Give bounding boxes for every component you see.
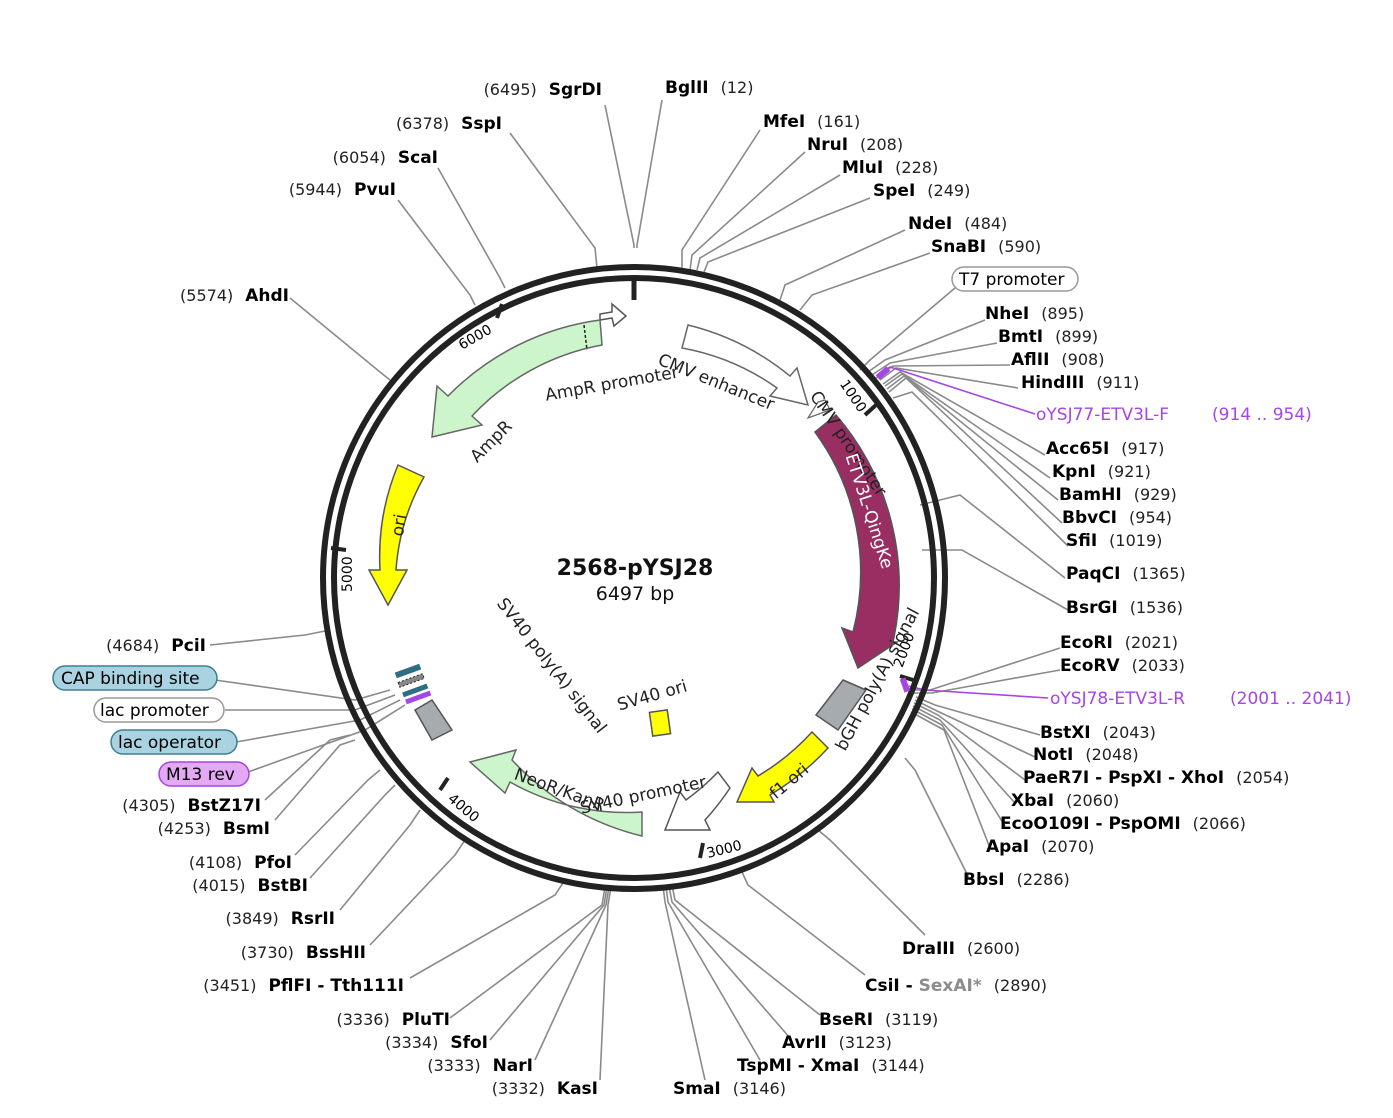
site-ecorv: EcoRV(2033): [1060, 656, 1185, 676]
label-ori: ori: [388, 513, 412, 538]
tick-5000: 5000: [340, 556, 356, 592]
svg-text:CAP binding site: CAP binding site: [61, 669, 200, 689]
site-pfoi: (4108)PfoI: [189, 853, 292, 873]
svg-text:lac promoter: lac promoter: [100, 701, 209, 721]
lac-promoter-tag: lac promoter: [93, 697, 225, 723]
site-avrii: AvrII(3123): [782, 1033, 892, 1053]
site-bsrgi: BsrGI(1536): [1066, 598, 1183, 618]
site-pluti: (3336)PluTI: [336, 1010, 450, 1030]
site-kpni: KpnI(921): [1052, 462, 1151, 482]
primer-r-name: oYSJ78-ETV3L-R: [1050, 689, 1185, 709]
site-scai: (6054)ScaI: [333, 148, 438, 168]
site-nhei: NheI(895): [985, 304, 1084, 324]
site-ahdi: (5574)AhdI: [180, 286, 289, 306]
svg-text:lac operator: lac operator: [118, 733, 221, 753]
cap-binding-site-tag: CAP binding site: [52, 665, 218, 691]
svg-text:M13 rev: M13 rev: [166, 765, 235, 785]
plasmid-length: 6497 bp: [596, 583, 675, 605]
sv40-ori-box: [648, 709, 672, 737]
backbone: [320, 264, 948, 892]
label-sv40-ori: SV40 ori: [615, 676, 689, 715]
plasmid-name: 2568-pYSJ28: [557, 556, 714, 581]
etv3l-insert-arrow: [813, 413, 900, 670]
site-bstxi: BstXI(2043): [1040, 723, 1156, 743]
lac-operator-tag: lac operator: [110, 729, 238, 755]
site-bstbi: (4015)BstBI: [192, 876, 308, 896]
site-ecoo109i: EcoO109I - PspOMI(2066): [1000, 814, 1246, 834]
site-csii: CsiI - SexAI*(2890): [865, 976, 1047, 996]
primer-r-range: (2001 .. 2041): [1230, 689, 1351, 709]
site-nari: (3333)NarI: [427, 1056, 533, 1076]
site-aflii: AflII(908): [1011, 350, 1104, 370]
site-acc65i: Acc65I(917): [1046, 439, 1164, 459]
primer-f-name: oYSJ77-ETV3L-F: [1036, 405, 1169, 425]
site-sfii: SfiI(1019): [1066, 531, 1162, 551]
site-pcii: (4684)PciI: [106, 636, 206, 656]
ampr-promoter-arrow: [599, 302, 628, 328]
site-smai: SmaI(3146): [673, 1079, 786, 1099]
cmv-enhancer-arrow: [681, 324, 810, 407]
site-kasi: (3332)KasI: [492, 1079, 598, 1099]
primer-f-marker: [875, 366, 891, 380]
primer-r-marker: [899, 677, 911, 693]
site-paqci: PaqCI(1365): [1066, 564, 1186, 584]
site-bstz17i: (4305)BstZ17I: [122, 796, 261, 816]
site-ndei: NdeI(484): [908, 214, 1007, 234]
site-bmti: BmtI(899): [998, 327, 1098, 347]
cmv-promoter-arrow: [806, 399, 831, 420]
site-bsmi: (4253)BsmI: [158, 819, 270, 839]
site-bsshii: (3730)BssHII: [241, 943, 366, 963]
site-mfei: MfeI(161): [763, 112, 860, 132]
site-pvui: (5944)PvuI: [289, 180, 396, 200]
label-sv40-polya: SV40 poly(A) signal: [492, 594, 610, 737]
site-bamhi: BamHI(929): [1059, 485, 1177, 505]
site-snabi: SnaBI(590): [931, 237, 1041, 257]
primer-f-range: (914 .. 954): [1212, 405, 1312, 425]
site-bbsi: BbsI(2286): [963, 870, 1070, 890]
site-nrui: NruI(208): [807, 135, 903, 155]
ampr-arrow: [431, 319, 603, 438]
sv40-promoter-arrow: [663, 770, 731, 831]
site-apai: ApaI(2070): [986, 837, 1094, 857]
site-pflfi: (3451)PflFI - Tth111I: [203, 976, 404, 996]
t7-promoter-tag: T7 promoter: [951, 266, 1079, 292]
site-sgrdi: (6495)SgrDI: [484, 80, 602, 100]
site-bbvci: BbvCI(954): [1062, 508, 1172, 528]
site-draiii: DraIII(2600): [902, 939, 1020, 959]
site-hindiii: HindIII(911): [1021, 373, 1139, 393]
site-paer7i: PaeR7I - PspXI - XhoI(2054): [1023, 768, 1289, 788]
site-bseri: BseRI(3119): [819, 1010, 938, 1030]
site-tspmi: TspMI - XmaI(3144): [737, 1056, 925, 1076]
site-spei: SpeI(249): [873, 181, 970, 201]
site-noti: NotI(2048): [1033, 745, 1139, 765]
site-ecori: EcoRI(2021): [1060, 633, 1178, 653]
bgh-polya-box: [814, 679, 868, 732]
site-sspi: (6378)SspI: [396, 114, 502, 134]
site-mlui: MluI(228): [842, 158, 938, 178]
ori-arrow: [367, 463, 426, 607]
site-rsrii: (3849)RsrII: [226, 909, 335, 929]
m13-rev-tag: M13 rev: [158, 761, 250, 787]
site-sfoi: (3334)SfoI: [385, 1033, 488, 1053]
site-bglii: BglII(12): [665, 78, 753, 98]
site-xbai: XbaI(2060): [1011, 791, 1119, 811]
neor-arrow: [468, 748, 643, 837]
svg-text:T7 promoter: T7 promoter: [958, 270, 1065, 290]
lac-feature-bars: [394, 663, 432, 705]
tick-4000: 4000: [444, 791, 482, 826]
f1-ori-arrow: [735, 730, 830, 803]
sv40-polya-box: [413, 698, 454, 741]
